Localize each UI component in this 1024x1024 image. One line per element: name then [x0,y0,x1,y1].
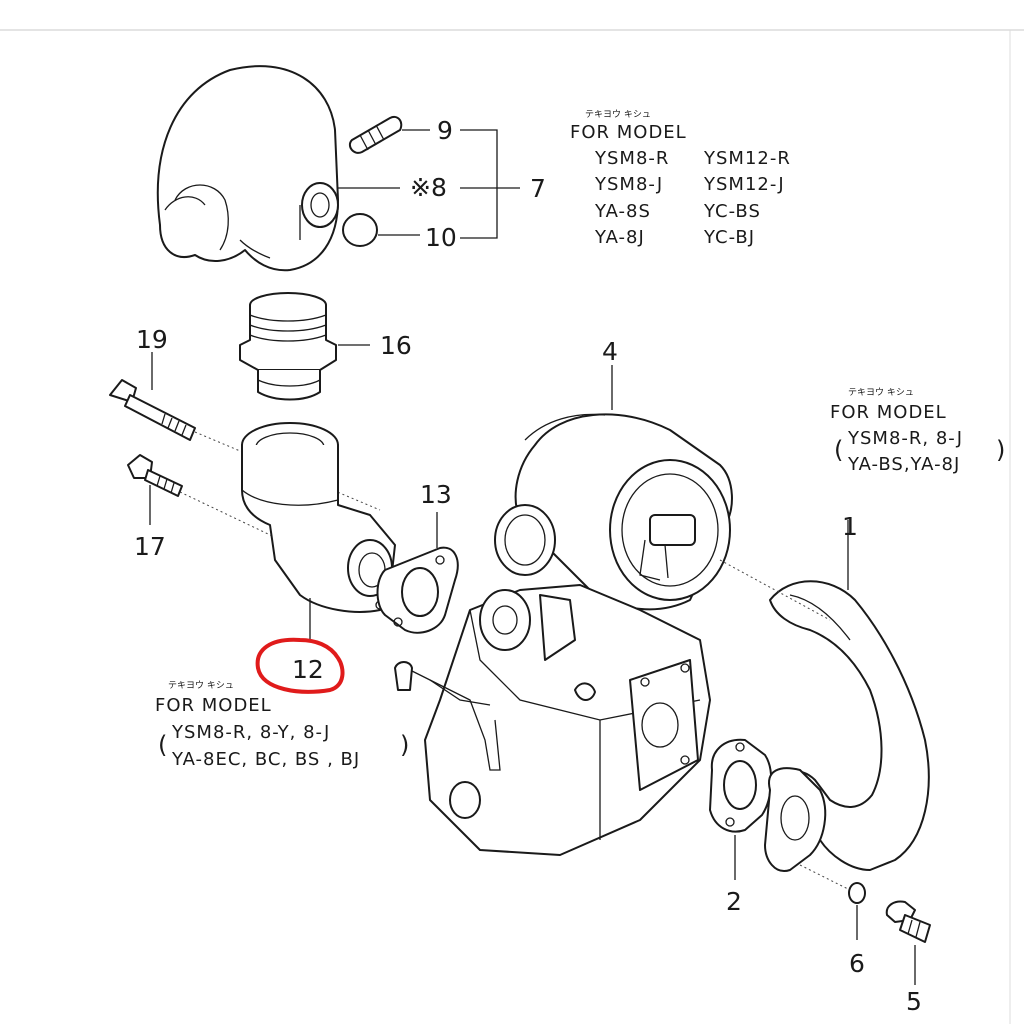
note-top-title: FOR MODEL [570,122,687,143]
gasket-part-2 [709,738,773,833]
tail-pipe-part-1 [764,580,930,872]
engine-block [394,584,711,856]
note-top-model: YSM8-J [594,174,663,195]
callout-7: 7 [530,174,546,203]
nipple-part-16 [239,292,337,401]
note-left-line1: YSM8-R, 8-Y, 8-J [171,722,330,743]
note-top-kana: テキヨウ キシュ [585,109,651,120]
callout-2: 2 [726,887,742,916]
note-right-bracket: ) [996,436,1005,464]
silencer-part-4 [494,413,733,611]
note-right-bracket: ( [834,436,843,464]
plug-part-9 [348,116,403,154]
note-right-line1: YSM8-R, 8-J [847,428,963,449]
note-right-line2: YA-BS,YA-8J [847,454,960,475]
callout-13: 13 [420,480,452,509]
note-left-kana: テキヨウ キシュ [168,680,234,691]
bolt-part-5 [885,900,931,943]
gasket-part-13 [376,546,459,634]
note-left-title: FOR MODEL [155,695,272,716]
highlight-circle [255,637,345,694]
callout-16: 16 [380,331,412,360]
bolt-part-17 [127,454,183,497]
note-left-bracket: ) [400,731,409,759]
callout-19: 19 [136,325,168,354]
callout-10: 10 [425,223,457,252]
callout-1: 1 [842,512,858,541]
note-right-title: FOR MODEL [830,402,947,423]
note-top-model: YA-8J [594,227,645,248]
elbow-cover-part [156,65,339,272]
note-left-bracket: ( [158,731,167,759]
note-left-line2: YA-8EC, BC, BS , BJ [171,749,360,770]
callout-4: 4 [602,337,618,366]
callout-12: 12 [292,655,324,684]
note-right-kana: テキヨウ キシュ [848,387,914,398]
note-top-model: YSM12-R [703,148,791,169]
callout-6: 6 [849,949,865,978]
cap-part-10 [342,213,378,247]
callout-17: 17 [134,532,166,561]
note-top-model: YA-8S [594,201,651,222]
note-top-model: YC-BJ [703,227,755,248]
callout-9: 9 [437,116,453,145]
callout-5: 5 [906,987,922,1016]
note-top-model: YSM12-J [703,174,785,195]
note-top-model: YSM8-R [594,148,669,169]
bolt-part-19 [109,379,196,441]
note-top-model: YC-BS [703,201,761,222]
exhaust-elbow-part-12 [241,422,396,613]
washer-part-6 [848,882,866,904]
callout-8: ※8 [410,173,447,202]
